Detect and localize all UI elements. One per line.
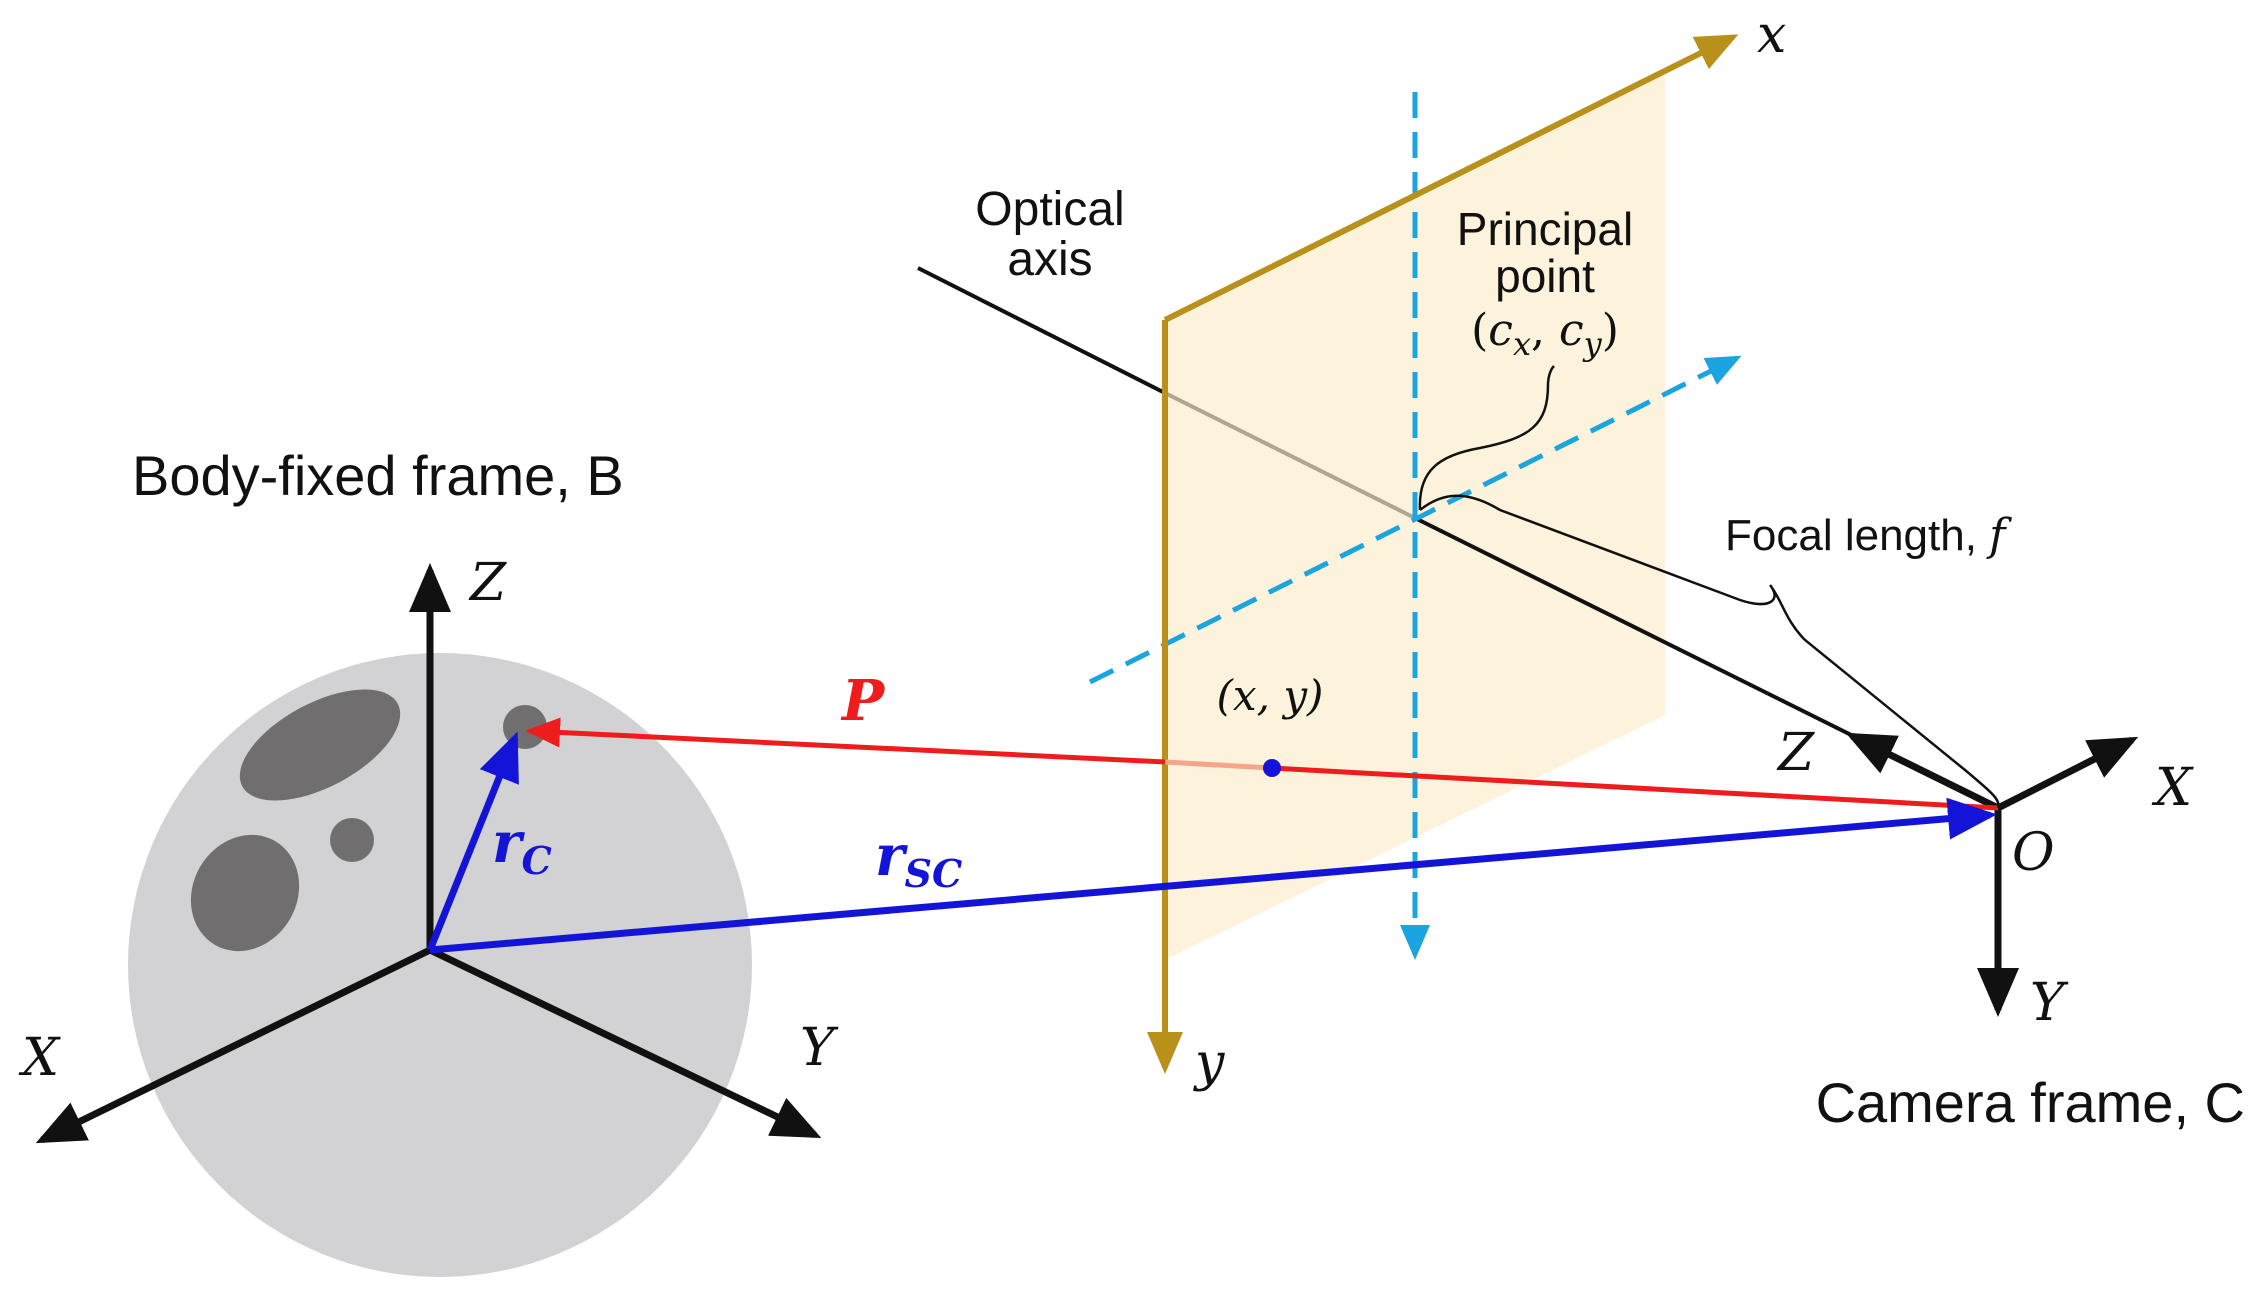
camera-frame-axes [1845, 732, 2139, 1017]
vector-p-label: P [840, 668, 886, 734]
planet-disc [128, 653, 752, 1277]
optical-axis-outer [917, 266, 1166, 395]
vector-p-rear [525, 717, 1166, 765]
crater-small [330, 818, 374, 862]
vector-r-c [426, 731, 519, 952]
vector-r-c-label: rC [492, 810, 552, 883]
principal-point-label-line1: Principal [1457, 203, 1633, 255]
camera-x-label: X [2151, 758, 2194, 818]
body-x-label: X [18, 1028, 61, 1088]
body-y-label: Y [800, 1018, 839, 1078]
image-x-axis [1163, 34, 1739, 323]
camera-z-label: Z [1776, 723, 1815, 783]
planet-body [128, 653, 752, 1277]
image-y-label: y [1193, 1033, 1225, 1093]
image-point-marker [1263, 759, 1281, 777]
camera-x-axis [1996, 736, 2139, 812]
camera-origin-label: O [2012, 823, 2055, 883]
principal-point-label-line2: point [1495, 250, 1595, 302]
vector-r-sc [429, 797, 1997, 954]
principal-point-coords: (cx, cy) [1471, 305, 1619, 363]
principal-point-brace [1418, 365, 1555, 511]
image-point-label: (x, y) [1217, 671, 1324, 720]
crater-large [239, 689, 401, 801]
optical-axis-inner [1164, 391, 1416, 520]
body-y-axis [428, 946, 822, 1139]
camera-frame-title: Camera frame, C [1816, 1071, 2245, 1134]
vector-r-sc-label: rSC [875, 823, 962, 896]
body-z-label: Z [468, 553, 507, 613]
vector-p-outer [1271, 765, 1999, 811]
camera-y-label: Y [2030, 973, 2069, 1033]
camera-z-axis [1845, 732, 2000, 812]
vector-p-inside-plane [1164, 759, 1273, 771]
image-x-label: x [1757, 5, 1786, 65]
crater-medium [190, 834, 300, 952]
body-frame-axes [35, 563, 822, 1144]
optical-axis-label-line1: Optical [975, 183, 1124, 236]
focal-length-brace [1419, 494, 2000, 809]
principal-x-dashed-axis [1088, 355, 1742, 685]
focal-length-label: Focal length, f [1725, 510, 2012, 561]
optical-axis-label-line2: axis [1007, 233, 1092, 286]
body-x-axis [35, 946, 432, 1144]
body-frame-title: Body-fixed frame, B [132, 444, 624, 507]
